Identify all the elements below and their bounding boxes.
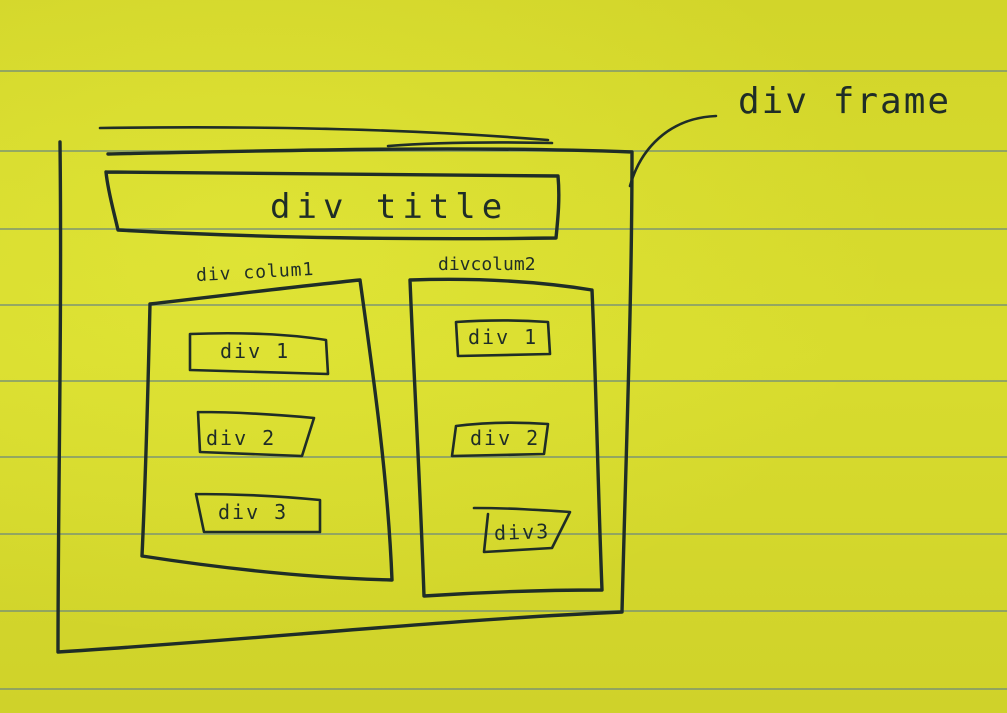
frame-top-line — [98, 126, 550, 142]
column1-item-3-box — [194, 492, 322, 534]
ruled-line — [0, 610, 1007, 612]
ruled-line — [0, 70, 1007, 72]
frame-label: div frame — [738, 81, 952, 122]
column1-item-1: div 1 — [220, 339, 291, 363]
column1-item-2-box — [196, 410, 316, 458]
column2-item-1-box — [454, 319, 552, 358]
column2-item-3-box — [472, 506, 572, 554]
frame-pointer-line — [628, 114, 718, 188]
ruled-line — [0, 150, 1007, 152]
ruled-line — [0, 688, 1007, 690]
frame-box — [56, 140, 634, 654]
column2-item-1: div 1 — [468, 325, 539, 349]
column2-box — [408, 277, 604, 598]
ruled-line — [0, 533, 1007, 535]
column2-item-3: div3 — [493, 519, 551, 545]
column1-item-1-box — [188, 331, 330, 376]
ruled-line — [0, 456, 1007, 458]
ruled-line — [0, 380, 1007, 382]
column2-label: divcolum2 — [438, 254, 536, 275]
title-label: div title — [270, 187, 509, 227]
column2-item-2-box — [450, 421, 550, 458]
column2-item-2: div 2 — [470, 426, 541, 450]
column1-item-3: div 3 — [218, 500, 289, 524]
ruled-line — [0, 304, 1007, 306]
frame-top-stroke — [386, 141, 554, 148]
title-box — [104, 170, 561, 241]
column1-box — [140, 278, 394, 582]
column1-item-2: div 2 — [206, 426, 277, 450]
ruled-line — [0, 228, 1007, 230]
